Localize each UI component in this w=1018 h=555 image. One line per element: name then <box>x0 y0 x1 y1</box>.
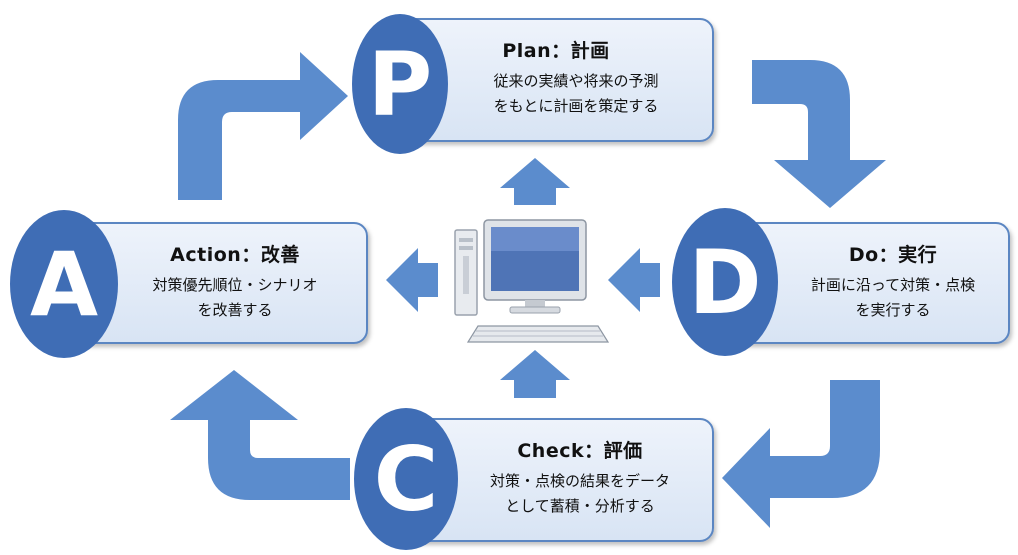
action-title-jp: 改善 <box>260 244 300 266</box>
do-title-sep: ： <box>878 244 899 266</box>
arrow-center-up-to-plan <box>500 158 570 205</box>
check-title-en: Check <box>517 440 585 462</box>
action-title-en: Action <box>170 244 242 266</box>
check-letter-circle: C <box>354 408 458 550</box>
do-title-jp: 実行 <box>898 244 938 266</box>
action-letter-circle: A <box>10 210 118 358</box>
plan-desc-line2: をもとに計画を策定する <box>493 97 659 115</box>
arrow-action-to-plan <box>178 52 348 200</box>
action-letter: A <box>29 232 99 336</box>
do-title-en: Do <box>848 244 879 266</box>
do-desc-line2: を実行する <box>855 301 931 319</box>
arrow-do-left-to-center <box>608 248 660 312</box>
arrow-center-left-to-action <box>386 248 438 312</box>
check-title-sep: ： <box>584 440 604 462</box>
action-desc-line1: 対策優先順位・シナリオ <box>152 276 318 294</box>
action-desc-line2: を改善する <box>197 301 273 319</box>
plan-box: Plan：計画 従来の実績や将来の予測 をもとに計画を策定する <box>398 18 714 142</box>
do-letter: D <box>688 230 762 334</box>
arrow-plan-to-do <box>752 60 886 208</box>
arrow-do-to-check <box>722 380 880 528</box>
desktop-computer-icon <box>454 219 610 343</box>
do-letter-circle: D <box>672 208 778 356</box>
check-desc-line1: 対策・点検の結果をデータ <box>489 472 670 490</box>
arrow-check-up-to-center <box>500 350 570 398</box>
check-desc-line2: として蓄積・分析する <box>505 497 655 515</box>
check-box: Check：評価 対策・点検の結果をデータ として蓄積・分析する <box>402 418 714 542</box>
plan-title-en: Plan <box>502 40 552 62</box>
plan-desc-line1: 従来の実績や将来の予測 <box>493 72 659 90</box>
plan-title-jp: 計画 <box>570 40 610 62</box>
action-title-sep: ： <box>241 244 261 266</box>
do-desc-line1: 計画に沿って対策・点検 <box>810 276 976 294</box>
arrow-check-to-action <box>170 370 350 500</box>
check-letter: C <box>373 427 439 531</box>
plan-letter-circle: P <box>352 14 448 154</box>
plan-title-sep: ： <box>551 40 571 62</box>
plan-letter: P <box>367 32 433 136</box>
check-title-jp: 評価 <box>603 440 643 462</box>
